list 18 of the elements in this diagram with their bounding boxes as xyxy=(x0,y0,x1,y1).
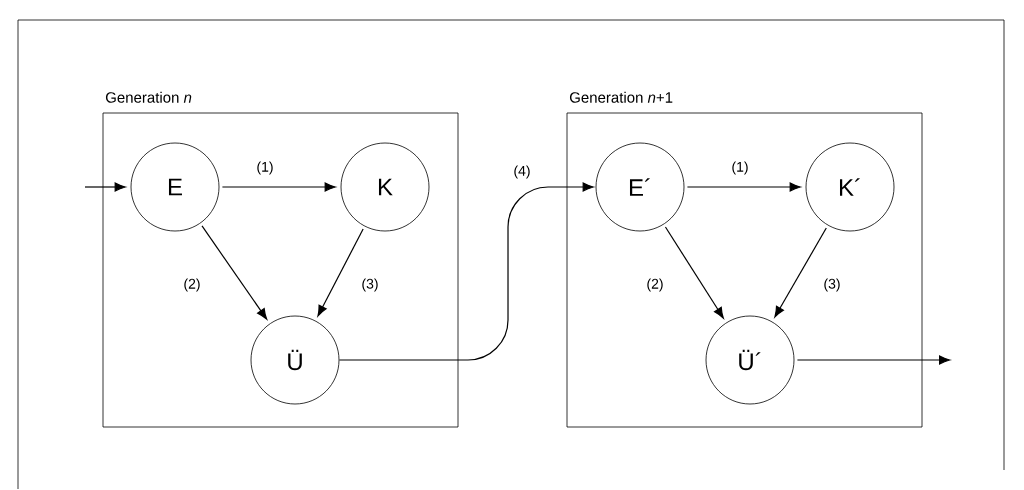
arrow xyxy=(774,227,827,318)
arrow xyxy=(201,225,268,320)
arrow xyxy=(664,226,724,319)
arrow xyxy=(338,182,594,361)
edge-label: (3) xyxy=(822,277,842,293)
node-label: Generation n xyxy=(105,91,192,103)
edge-label: (2) xyxy=(645,277,665,293)
edge-label: (3) xyxy=(360,277,380,293)
edge-label: (4) xyxy=(512,164,532,180)
edge-label: (1) xyxy=(255,160,275,176)
arrow xyxy=(686,182,801,192)
edge-label: (1) xyxy=(730,160,750,176)
arrow xyxy=(84,182,126,192)
arrow xyxy=(317,228,364,317)
node-label: Generation n+1 xyxy=(569,91,673,103)
arrow xyxy=(796,355,951,365)
arrow xyxy=(221,182,336,192)
edge-label: (2) xyxy=(182,277,202,293)
